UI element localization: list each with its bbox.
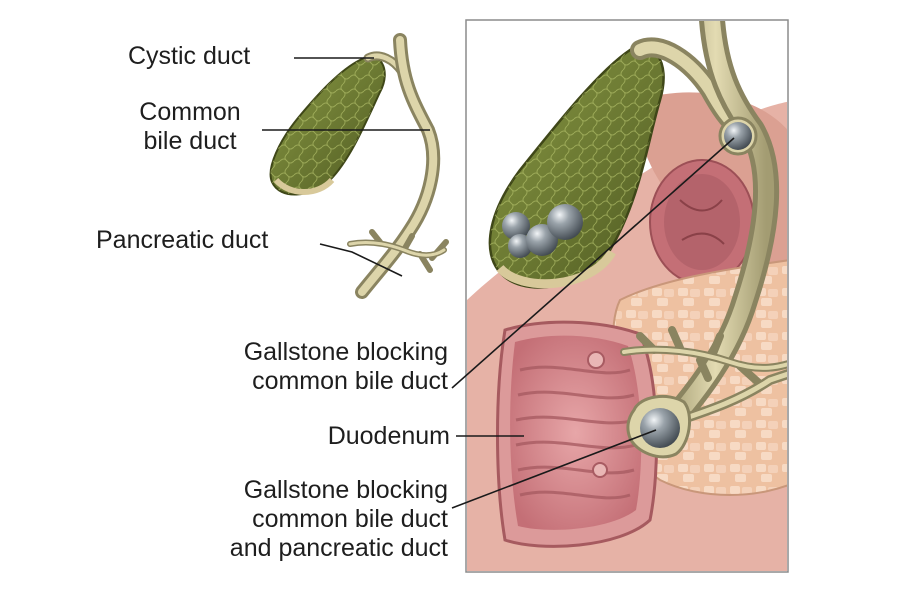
gallstone-cbd (718, 116, 758, 156)
label-cystic-duct: Cystic duct (128, 42, 250, 71)
stomach-section (649, 159, 755, 285)
gallstones-in-gallbladder (502, 204, 583, 258)
label-gallstone-cbd-pd-line-2: common bile duct (252, 505, 448, 533)
label-pancreatic-duct: Pancreatic duct (96, 226, 268, 255)
label-pancreatic-duct-text: Pancreatic duct (96, 226, 269, 254)
label-common-bile-duct: Common bile duct (120, 98, 260, 156)
label-duodenum-text: Duodenum (327, 422, 450, 450)
leader-gallstone-cbd-pd (451, 429, 657, 509)
label-common-bile-duct-line-2: bile duct (143, 127, 237, 155)
label-gallstone-cbd: Gallstone blocking common bile duct (150, 338, 448, 396)
label-common-bile-duct-line-1: Common (139, 98, 241, 126)
small-biliary-illustration (269, 33, 449, 299)
label-gallstone-cbd-line-1: Gallstone blocking (243, 338, 448, 366)
label-gallstone-cbd-pd-line-1: Gallstone blocking (243, 476, 448, 504)
leader-lines (262, 57, 735, 509)
leader-pancreatic-duct (319, 243, 403, 277)
label-gallstone-cbd-line-2: common bile duct (252, 367, 448, 395)
leader-gallstone-cbd (451, 137, 735, 389)
label-gallstone-cbd-pd: Gallstone blocking common bile duct and … (130, 476, 448, 563)
label-cystic-duct-text: Cystic duct (128, 42, 251, 70)
enlarged-panel (465, 19, 789, 573)
duodenum-section (496, 320, 659, 548)
label-gallstone-cbd-pd-line-3: and pancreatic duct (229, 534, 448, 562)
label-duodenum: Duodenum (250, 422, 450, 451)
gallstone-cbd-pd (626, 394, 692, 459)
